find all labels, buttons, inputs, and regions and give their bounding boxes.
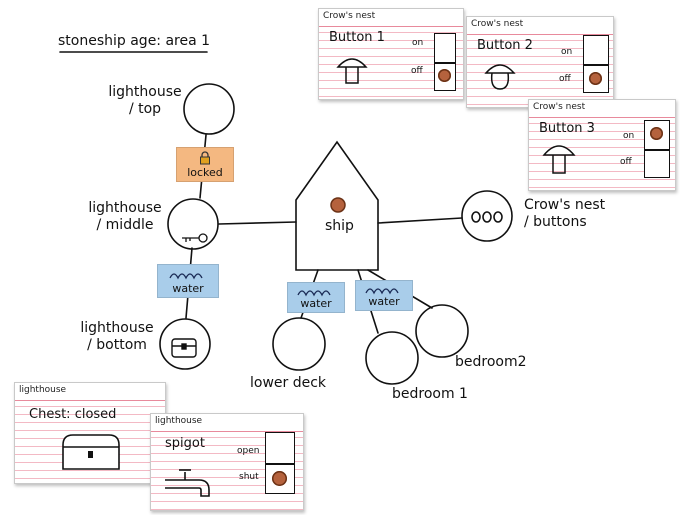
water-tag-lower-deck: water <box>287 282 345 313</box>
node-lower-deck <box>272 317 326 371</box>
card-button3: Crow's nest Button 3 on off <box>528 99 676 191</box>
switch-on-label: on <box>412 38 424 48</box>
diagram-title: stoneship age: area 1 <box>58 33 211 49</box>
toggle-switch <box>644 120 670 178</box>
mushroom-button-icon <box>542 145 576 174</box>
switch-shut-label: shut <box>239 472 259 482</box>
crows-nest-buttons-icon <box>471 211 503 223</box>
card-chest: lighthouse Chest: closed <box>14 382 166 484</box>
ship-coin-icon <box>330 197 346 213</box>
card-title: spigot <box>165 436 205 451</box>
label-bedroom2: bedroom2 <box>455 354 527 370</box>
wave-icon <box>365 288 399 295</box>
card-title: Button 3 <box>539 121 595 136</box>
card-header: Crow's nest <box>533 102 586 112</box>
water-tag-lighthouse: water <box>157 264 219 298</box>
card-header: Crow's nest <box>323 11 376 21</box>
node-bedroom1 <box>365 331 419 385</box>
label-ship: ship <box>325 218 354 234</box>
switch-open-label: open <box>237 446 260 456</box>
coin-icon <box>650 127 663 140</box>
node-ship <box>295 140 379 271</box>
toggle-switch <box>265 432 295 494</box>
edge-middle-ship <box>218 221 297 225</box>
coin-icon <box>272 471 287 486</box>
switch-on-label: on <box>623 131 635 141</box>
card-title: Chest: closed <box>29 407 117 422</box>
coin-icon <box>438 69 451 82</box>
toggle-switch <box>434 33 456 91</box>
node-lighthouse-bottom <box>159 318 211 370</box>
label-lighthouse-top: lighthouse / top <box>108 84 182 117</box>
locked-tag-label: locked <box>187 166 223 179</box>
node-bedroom2 <box>415 304 469 358</box>
water-tag-label: water <box>300 297 332 310</box>
switch-off-label: off <box>411 66 423 76</box>
padlock-icon <box>200 151 210 165</box>
card-header: lighthouse <box>155 416 203 426</box>
switch-off-label: off <box>559 74 571 84</box>
chest-icon <box>171 338 197 358</box>
card-header: lighthouse <box>19 385 67 395</box>
water-tag-bedroom: water <box>355 280 413 311</box>
water-tag-label: water <box>368 295 400 308</box>
node-crows-nest <box>461 190 513 242</box>
card-button1: Crow's nest Button 1 on off <box>318 8 464 100</box>
card-button2: Crow's nest Button 2 on off <box>466 16 614 108</box>
label-lighthouse-bottom: lighthouse / bottom <box>80 320 154 353</box>
card-title: Button 2 <box>477 38 533 53</box>
label-lower-deck: lower deck <box>250 375 327 391</box>
label-bedroom1: bedroom 1 <box>392 386 468 402</box>
mushroom-button-icon <box>336 58 368 84</box>
wave-icon <box>297 290 331 297</box>
spigot-icon <box>165 469 210 497</box>
toggle-switch <box>583 35 609 93</box>
node-lighthouse-middle <box>167 198 219 250</box>
switch-off-label: off <box>620 157 632 167</box>
card-spigot: lighthouse spigot open shut <box>150 413 304 511</box>
switch-on-label: on <box>561 47 573 57</box>
label-crows-nest: Crow's nest / buttons <box>524 197 606 230</box>
locked-tag: locked <box>176 147 234 182</box>
label-lighthouse-middle: lighthouse / middle <box>88 200 162 233</box>
node-lighthouse-top <box>183 83 235 135</box>
coin-icon <box>589 72 602 85</box>
chest-icon <box>62 434 120 470</box>
key-icon <box>182 233 208 243</box>
edge-ship-crowsnest <box>377 217 463 224</box>
card-header: Crow's nest <box>471 19 524 29</box>
wave-icon <box>169 273 203 280</box>
card-title: Button 1 <box>329 30 385 45</box>
mushroom-button-icon <box>484 64 516 90</box>
water-tag-label: water <box>172 282 204 295</box>
